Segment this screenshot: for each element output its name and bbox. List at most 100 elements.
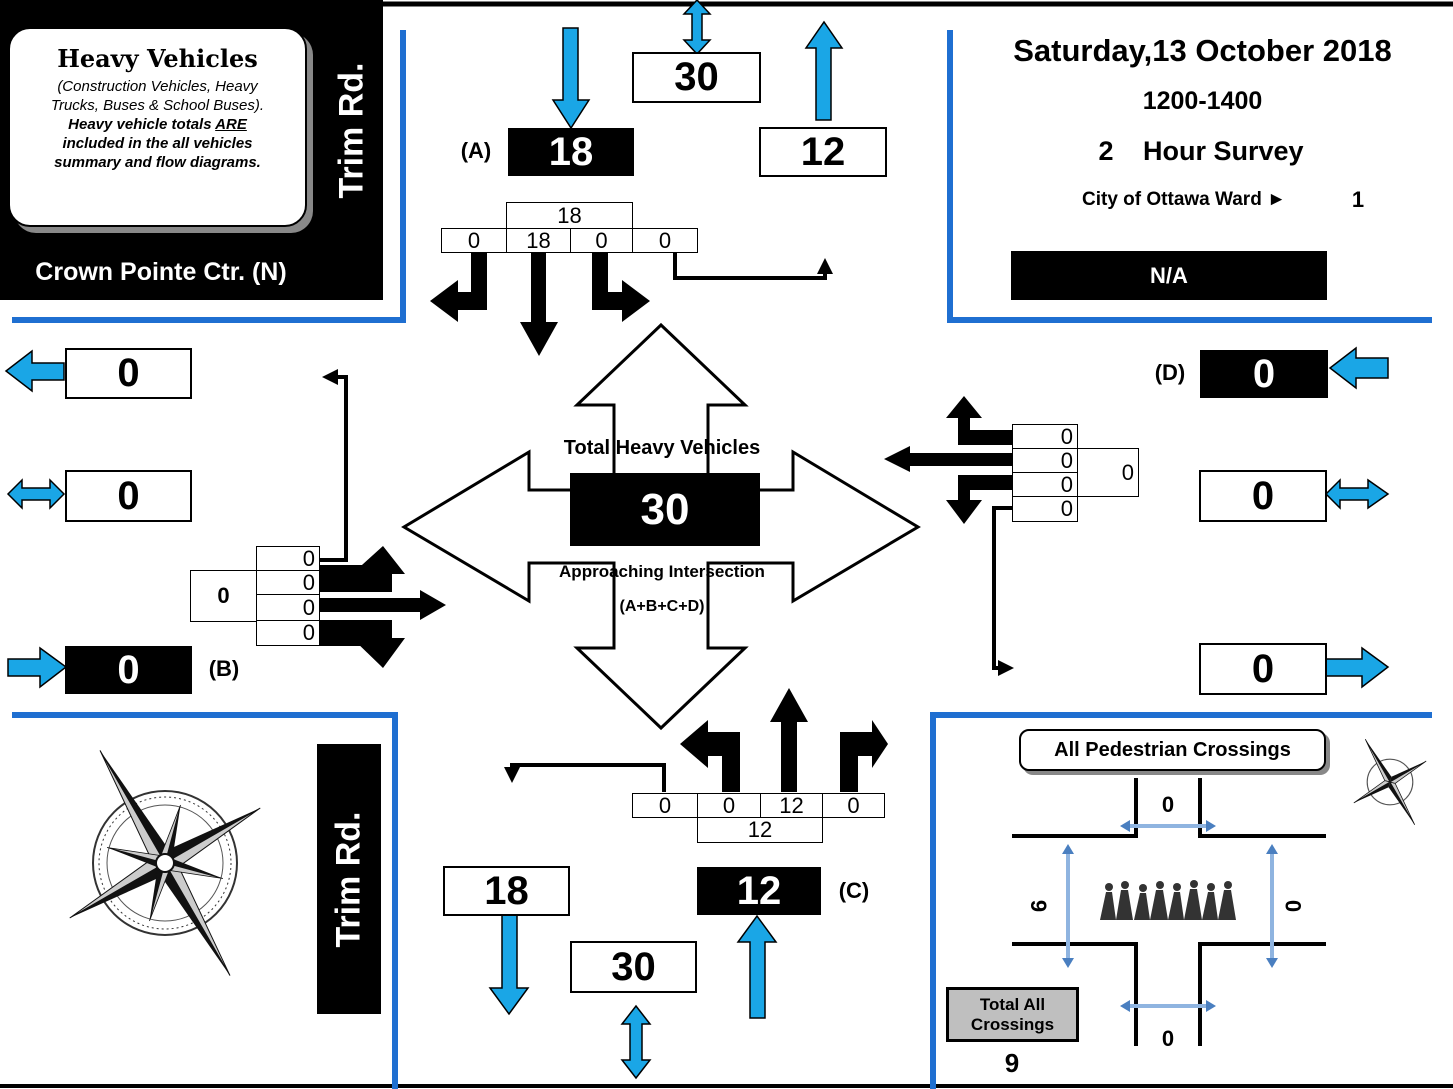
south-exit-box: 18 <box>443 866 570 916</box>
east-approach-arrow-icon <box>1330 348 1388 388</box>
east-turn-arrows <box>884 396 1013 524</box>
survey-date: Saturday,13 October 2018 <box>980 33 1425 69</box>
north-move-1: 0 <box>441 228 507 253</box>
center-formula: (A+B+C+D) <box>540 598 784 616</box>
west-approach-arrow-icon <box>8 648 66 687</box>
east-move-1: 0 <box>1012 424 1078 449</box>
east-uturn-icon <box>994 508 1013 668</box>
west-blue-arrows <box>6 351 66 687</box>
north-label: (A) <box>456 138 496 164</box>
ped-east-count: 0 <box>1281 894 1307 918</box>
north-left-turn-icon <box>592 252 650 322</box>
west-right-turn-icon <box>320 620 405 668</box>
legend-line-1: (Construction Vehicles, Heavy <box>10 77 305 96</box>
east-blue-arrows <box>1326 348 1388 687</box>
legend-box: Heavy Vehicles (Construction Vehicles, H… <box>8 27 307 227</box>
south-total-arrow-icon <box>622 1006 650 1078</box>
north-total-arrow-icon <box>684 0 710 54</box>
north-right-turn-icon <box>430 252 487 322</box>
east-total-arrow-icon <box>1326 480 1388 508</box>
ped-title: All Pedestrian Crossings <box>1054 739 1291 762</box>
west-label: (B) <box>204 656 244 682</box>
south-move-2: 0 <box>697 793 761 818</box>
north-move-4: 0 <box>632 228 698 253</box>
south-left-turn-icon <box>680 720 740 792</box>
north-exit-box: 12 <box>759 127 887 177</box>
east-move-3: 0 <box>1012 472 1078 497</box>
compass-rose-small-icon <box>1329 718 1451 845</box>
east-left-turn-icon <box>946 475 1013 524</box>
west-total-arrow-icon <box>8 480 64 508</box>
west-total-box: 0 <box>65 470 192 522</box>
survey-hour-label: Hour Survey <box>1143 136 1304 167</box>
north-sum-cell: 18 <box>506 202 633 229</box>
west-uturn-icon <box>320 377 346 560</box>
north-turn-arrows <box>430 252 650 356</box>
legend-are: ARE <box>215 116 247 133</box>
center-total-box: 30 <box>570 473 760 546</box>
east-move-2: 0 <box>1012 448 1078 473</box>
north-total-box: 30 <box>632 52 761 103</box>
road-label-trim-top: Trim Rd. <box>322 10 382 250</box>
road-label-north: Crown Pointe Ctr. (N) <box>0 258 322 287</box>
survey-hours: 2 <box>1094 136 1118 167</box>
east-sum-cell: 0 <box>1077 448 1139 497</box>
south-move-3: 12 <box>760 793 823 818</box>
south-uturn-icon <box>512 765 664 792</box>
east-total-box: 0 <box>1199 470 1327 522</box>
south-exit-arrow-icon <box>490 915 528 1014</box>
north-approach-box: 18 <box>508 128 634 176</box>
west-move-1: 0 <box>256 546 320 571</box>
ped-total-label-2: Crossings <box>971 1015 1054 1035</box>
center-title: Total Heavy Vehicles <box>540 437 784 460</box>
ped-total-label-1: Total All <box>980 995 1045 1015</box>
east-exit-box: 0 <box>1199 643 1327 695</box>
south-move-4: 0 <box>822 793 885 818</box>
west-sum-cell: 0 <box>190 570 257 622</box>
ped-north-count: 0 <box>1156 792 1180 818</box>
south-label: (C) <box>834 878 874 904</box>
north-move-3: 0 <box>570 228 633 253</box>
ward-label: City of Ottawa Ward ► <box>1082 189 1286 211</box>
south-right-turn-icon <box>840 720 888 792</box>
ped-west-count: 9 <box>1025 894 1051 918</box>
ped-total-count: 9 <box>998 1048 1026 1079</box>
north-through-icon <box>520 252 558 356</box>
ped-title-box: All Pedestrian Crossings <box>1019 729 1326 771</box>
pedestrians-icon <box>1098 880 1238 924</box>
north-exit-arrow-icon <box>806 22 842 120</box>
legend-line-4: included in the all vehicles <box>10 134 305 153</box>
na-box: N/A <box>1011 251 1327 300</box>
legend-line-2: Trucks, Buses & School Buses). <box>10 96 305 115</box>
legend-line-3: Heavy vehicle totals <box>68 116 215 133</box>
south-turn-arrows <box>680 688 888 792</box>
west-left-turn-icon <box>320 546 405 592</box>
survey-time: 1200-1400 <box>980 87 1425 116</box>
center-sub: Approaching Intersection <box>540 562 784 582</box>
south-blue-arrows <box>490 915 776 1078</box>
north-approach-arrow-icon <box>553 28 589 128</box>
compass-rose-icon <box>5 695 326 1030</box>
ward-number: 1 <box>1348 187 1368 213</box>
west-exit-arrow-icon <box>6 351 64 391</box>
ped-total-box: Total All Crossings <box>946 987 1079 1042</box>
west-move-3: 0 <box>256 594 320 621</box>
east-through-icon <box>884 446 1013 472</box>
east-label: (D) <box>1150 360 1190 386</box>
east-exit-arrow-icon <box>1326 648 1388 687</box>
south-through-icon <box>770 688 808 792</box>
south-approach-arrow-icon <box>738 916 776 1018</box>
east-right-turn-icon <box>946 396 1013 445</box>
west-exit-box: 0 <box>65 348 192 399</box>
north-uturn-icon <box>675 252 825 278</box>
ped-south-count: 0 <box>1156 1026 1180 1052</box>
south-sum-cell: 12 <box>697 817 823 843</box>
south-total-box: 30 <box>570 941 697 993</box>
south-approach-box: 12 <box>697 867 821 915</box>
east-move-4: 0 <box>1012 496 1078 522</box>
legend-line-5: summary and flow diagrams. <box>10 153 305 172</box>
west-move-2: 0 <box>256 570 320 595</box>
north-move-2: 18 <box>506 228 571 253</box>
west-turn-arrows <box>320 546 446 668</box>
west-approach-box: 0 <box>65 646 192 694</box>
